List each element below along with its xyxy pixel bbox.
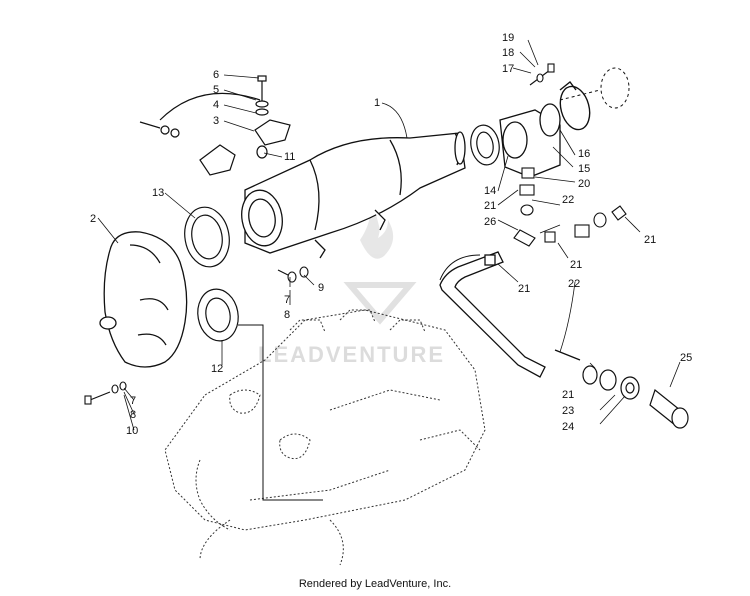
callout-4: 4: [213, 99, 219, 111]
callout-18: 18: [502, 47, 514, 59]
callout-26: 26: [484, 216, 496, 228]
gasket-14: [470, 124, 500, 166]
callout-21-e: 21: [562, 389, 574, 401]
bolt-10: [84, 381, 127, 405]
callout-11: 11: [284, 151, 295, 163]
callout-17: 17: [502, 63, 514, 75]
callout-13: 13: [152, 187, 164, 199]
callout-7-upper: 7: [284, 294, 290, 306]
gasket-13: [184, 206, 230, 268]
callout-8-lower: 8: [130, 409, 136, 421]
callout-5: 5: [213, 84, 219, 96]
outlet-flange: [499, 103, 561, 178]
stud-hardware: [277, 266, 309, 283]
footer-credit: Rendered by LeadVenture, Inc.: [298, 578, 452, 590]
callout-3: 3: [213, 115, 219, 127]
callout-25: 25: [680, 352, 692, 364]
tailpipe-outline: [559, 67, 630, 109]
callout-22-a: 22: [562, 194, 574, 206]
watermark-text: LEADVENTURE: [258, 342, 445, 367]
callout-10: 10: [126, 425, 138, 437]
gasket-12: [197, 288, 239, 342]
callout-21-d: 21: [518, 283, 530, 295]
callout-16: 16: [578, 148, 590, 160]
callout-1: 1: [374, 97, 380, 109]
watermark: LEADVENTURE: [258, 206, 445, 367]
callout-9: 9: [318, 282, 324, 294]
callout-23: 23: [562, 405, 574, 417]
engine-block: [164, 309, 486, 566]
callout-12: 12: [211, 363, 223, 375]
callout-15: 15: [578, 163, 590, 175]
callout-labels: 1 2 3 4 5 6 7 7 8 8 9 10 11 12 13 14 15 …: [90, 32, 692, 437]
callout-14: 14: [484, 185, 496, 197]
callout-21-a: 21: [484, 200, 496, 212]
drain-hose: [439, 251, 581, 378]
catalytic-converter: [241, 131, 466, 259]
callout-24: 24: [562, 421, 574, 433]
callout-21-c: 21: [570, 259, 582, 271]
bolt-17-19: [529, 63, 555, 86]
exhaust-manifold: [99, 231, 188, 368]
callout-2: 2: [90, 213, 96, 225]
callout-21-b: 21: [644, 234, 656, 246]
callout-6: 6: [213, 69, 219, 81]
callout-20: 20: [578, 178, 590, 190]
bracket-hardware: [139, 75, 291, 176]
drain-fittings: [513, 167, 627, 247]
drain-plug-assembly: [582, 365, 689, 429]
callout-8-upper: 8: [284, 309, 290, 321]
callout-7-lower: 7: [130, 395, 136, 407]
callout-19: 19: [502, 32, 514, 44]
clamp-16: [559, 81, 591, 131]
callout-leaders: [97, 39, 681, 431]
callout-22-b: 22: [568, 278, 580, 290]
